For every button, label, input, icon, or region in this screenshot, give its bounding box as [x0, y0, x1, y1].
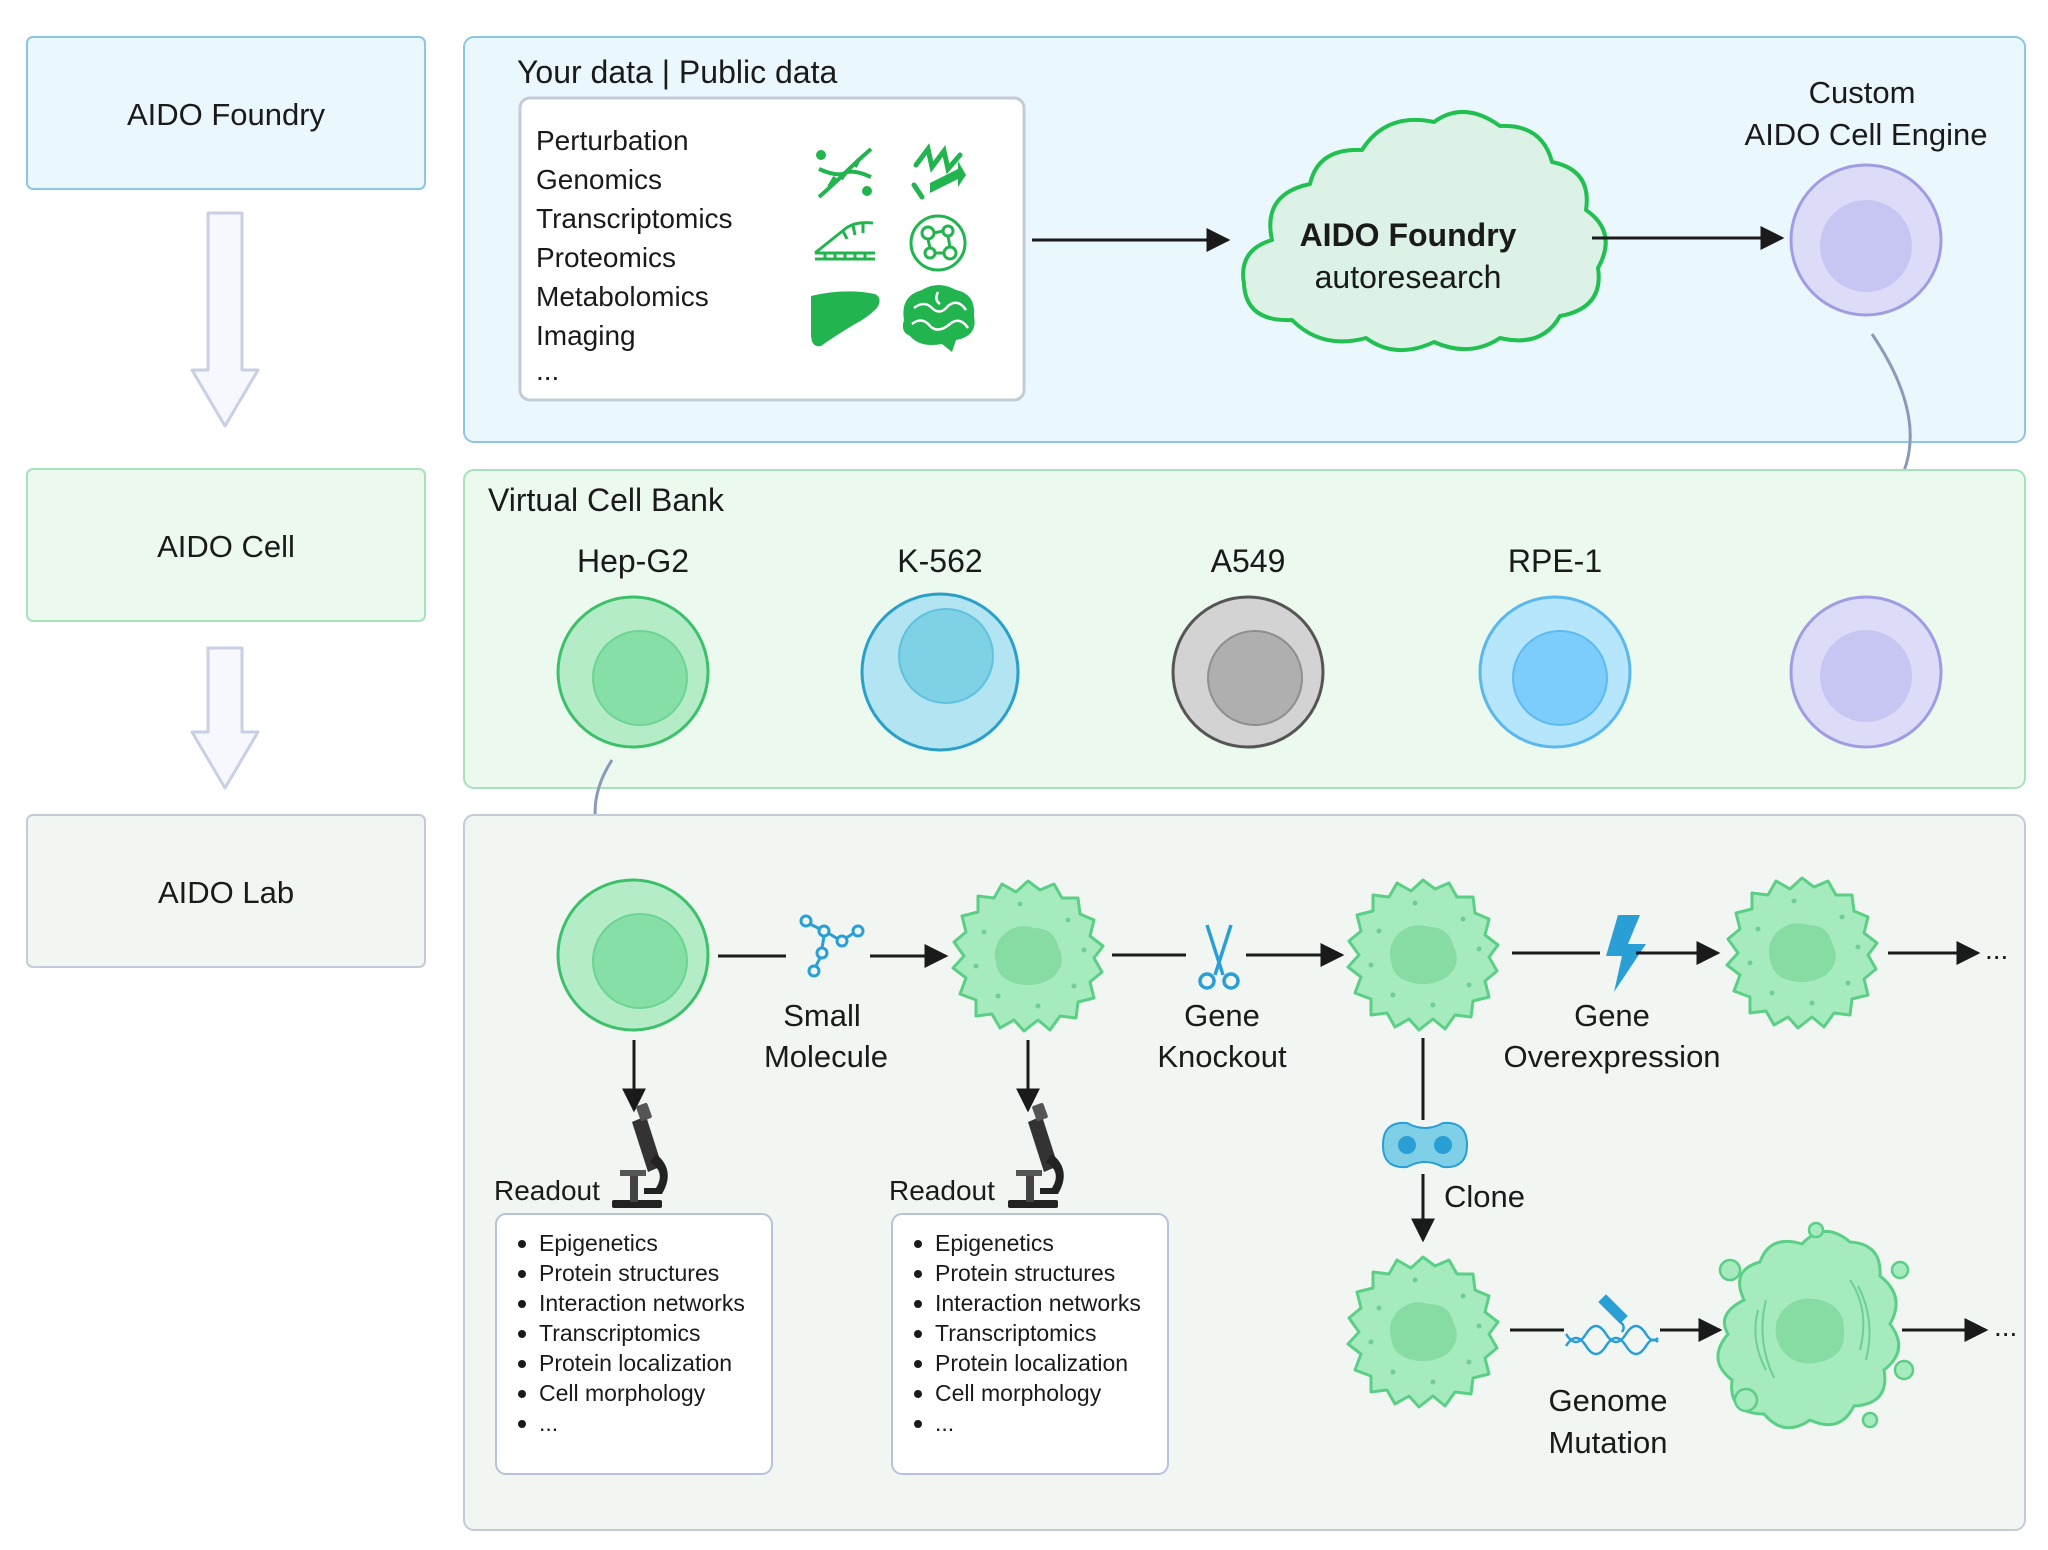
mutation-label-line2: Mutation [1549, 1425, 1668, 1460]
data-type: ... [536, 355, 559, 386]
tier-foundry-label: AIDO Foundry [127, 97, 326, 132]
cell-rpe-1 [1478, 595, 1632, 749]
engine-label-line2: AIDO Cell Engine [1745, 117, 1988, 152]
cell-hep-g2 [556, 595, 710, 749]
cell-a549 [1171, 595, 1325, 749]
continue-ellipsis: ... [1985, 934, 2008, 965]
cell-name: A549 [1211, 543, 1286, 579]
readout-item: Cell morphology [539, 1380, 706, 1406]
cell-name: K-562 [897, 543, 982, 579]
cell-name: RPE-1 [1508, 543, 1602, 579]
step-label: Molecule [764, 1039, 888, 1074]
lightning-icon [1606, 915, 1646, 992]
data-type: Genomics [536, 164, 662, 195]
cell-division-icon [1381, 1121, 1469, 1169]
small-molecule-icon [799, 914, 865, 978]
cell-name: Hep-G2 [577, 543, 689, 579]
readout-item: Protein structures [935, 1260, 1115, 1286]
tier-arrow-1 [190, 211, 260, 428]
lab-panel [463, 814, 2026, 1531]
readout-item: Protein structures [539, 1260, 719, 1286]
tier-lab: AIDO Lab [26, 814, 426, 968]
engine-label-line1: Custom [1809, 75, 1916, 110]
readout-card-2 [891, 1213, 1169, 1475]
readout-item: Protein localization [935, 1350, 1128, 1376]
readout-item: Interaction networks [539, 1290, 745, 1316]
step-label: Small [783, 998, 861, 1033]
readout-label: Readout [889, 1175, 995, 1206]
readout-item: Epigenetics [935, 1230, 1054, 1256]
step-label: Gene [1574, 998, 1650, 1033]
tier-arrow-2 [190, 646, 260, 790]
readout-card-1 [495, 1213, 773, 1475]
readout-item: Interaction networks [935, 1290, 1141, 1316]
tier-cell: AIDO Cell [26, 468, 426, 622]
readout-item: Protein localization [539, 1350, 732, 1376]
tier-foundry: AIDO Foundry [26, 36, 426, 190]
lab-start-cell [556, 878, 710, 1032]
liver-icon [811, 291, 880, 347]
readout-item: Cell morphology [935, 1380, 1102, 1406]
cell-bank-items: Hep-G2 K-562 A549 RPE-1 [556, 543, 1943, 752]
data-type: Transcriptomics [536, 203, 733, 234]
readout-item: ... [935, 1410, 954, 1436]
mutation-label-line1: Genome [1549, 1383, 1668, 1418]
continue-ellipsis: ... [1994, 1311, 2017, 1342]
tier-cell-label: AIDO Cell [157, 529, 295, 564]
data-type: Metabolomics [536, 281, 709, 312]
data-types-card [518, 96, 1026, 402]
data-source-title: Your data | Public data [517, 54, 837, 90]
mutated-cell [1716, 1221, 1915, 1430]
brain-icon [902, 285, 975, 352]
custom-engine-cell [1789, 163, 1943, 317]
step-label: Gene [1184, 998, 1260, 1033]
readout-label: Readout [494, 1175, 600, 1206]
cell-custom [1789, 595, 1943, 749]
data-type: Proteomics [536, 242, 676, 273]
data-type: Imaging [536, 320, 636, 351]
scissors-icon [1198, 924, 1240, 990]
foundry-cloud: AIDO Foundry autoresearch [1241, 109, 1608, 353]
cell-k-562 [860, 592, 1020, 752]
protein-icon [911, 143, 966, 200]
foundry-cloud-subtitle: autoresearch [1315, 259, 1502, 295]
tier-lab-label: AIDO Lab [158, 875, 294, 910]
readout-item: Transcriptomics [539, 1320, 700, 1346]
rna-icon [814, 221, 875, 261]
readout-item: Transcriptomics [935, 1320, 1096, 1346]
readout-list-1: Epigenetics Protein structures Interacti… [518, 1230, 745, 1436]
clone-label: Clone [1444, 1179, 1525, 1214]
dna-edit-icon [1564, 1294, 1659, 1356]
foundry-cloud-title: AIDO Foundry [1300, 217, 1517, 253]
data-types-list: Perturbation Genomics Transcriptomics Pr… [536, 125, 733, 386]
cell-bank-title: Virtual Cell Bank [488, 482, 725, 518]
metabolite-network-icon [909, 214, 967, 272]
readout-list-2: Epigenetics Protein structures Interacti… [914, 1230, 1141, 1436]
dna-icon [816, 147, 873, 199]
readout-item: ... [539, 1410, 558, 1436]
step-label: Knockout [1157, 1039, 1287, 1074]
readout-item: Epigenetics [539, 1230, 658, 1256]
data-type: Perturbation [536, 125, 689, 156]
step-label: Overexpression [1503, 1039, 1720, 1074]
